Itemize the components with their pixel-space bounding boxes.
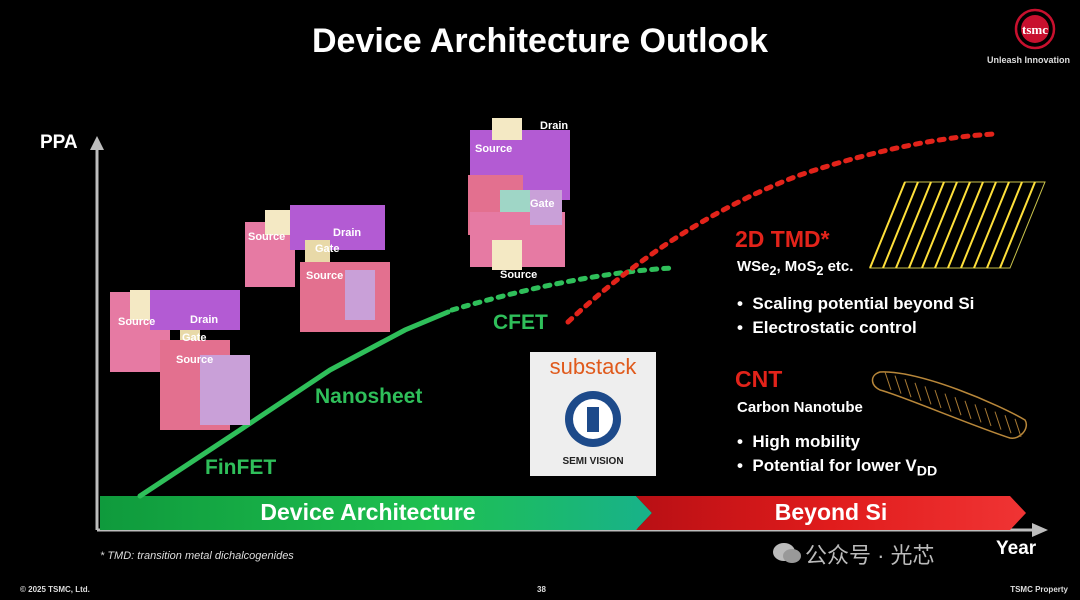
nanosheet-source-label: Source	[248, 231, 285, 243]
beyond-si-band	[636, 496, 1026, 530]
tmd-title: 2D TMD*	[735, 226, 830, 252]
nanosheet-label: Nanosheet	[315, 385, 423, 408]
cnt-nanotube-illustration	[871, 371, 1027, 439]
tsmc-logo-icon: tsmc	[1014, 8, 1056, 50]
cfet-gate-label: Gate	[530, 198, 554, 210]
brand-tagline: Unleash Innovation	[986, 55, 1070, 65]
finfet-source-label: Source	[118, 316, 155, 328]
cnt-bullet-1: • High mobility	[737, 432, 861, 451]
slide-title: Device Architecture Outlook	[312, 22, 768, 60]
x-axis-arrow-icon	[1032, 523, 1048, 537]
device-architecture-band-label: Device Architecture	[260, 499, 476, 525]
nanosheet-source2-label: Source	[306, 270, 343, 282]
semi-vision-icon	[565, 391, 621, 447]
watermark-caption: SEMI VISION	[562, 456, 624, 467]
cfet-projection-curve	[449, 265, 675, 313]
watermark-brand: substack	[549, 354, 637, 379]
cnt-title: CNT	[735, 366, 783, 392]
finfet-source2-label: Source	[176, 354, 213, 366]
cnt-bullet-2: • Potential for lower VDD	[737, 456, 938, 480]
beyond-si-curve	[565, 131, 998, 325]
footnote: * TMD: transition metal dichalcogenides	[100, 550, 294, 562]
wechat-icon	[773, 543, 801, 563]
finfet-label: FinFET	[205, 456, 277, 479]
finfet-device-illustration: Source Drain Gate Source	[110, 290, 250, 430]
y-axis-label: PPA	[40, 132, 78, 153]
tmd-bullet-1: • Scaling potential beyond Si	[737, 294, 975, 313]
footer-copyright: © 2025 TSMC, Ltd.	[20, 585, 90, 594]
footer-property: TSMC Property	[1010, 585, 1068, 594]
cfet-source2-label: Source	[500, 269, 537, 281]
finfet-drain-label: Drain	[190, 314, 218, 326]
tmd-bullet-2: • Electrostatic control	[737, 318, 917, 337]
cfet-drain-label: Drain	[540, 120, 568, 132]
y-axis-arrow-icon	[90, 136, 104, 150]
tmd-lattice-illustration	[869, 181, 1046, 269]
wechat-watermark: 公众号 · 光芯	[805, 543, 935, 568]
substack-watermark: substack SEMI VISION	[530, 352, 656, 476]
nanosheet-gate-label: Gate	[315, 243, 339, 255]
footer-page-number: 38	[537, 585, 546, 594]
cfet-source-label: Source	[475, 143, 512, 155]
device-architecture-band	[100, 496, 652, 530]
beyond-si-band-label: Beyond Si	[774, 499, 888, 525]
cnt-subtitle: Carbon Nanotube	[737, 399, 863, 416]
cfet-label: CFET	[493, 311, 548, 334]
tsmc-logo-text: tsmc	[1022, 22, 1048, 37]
nanosheet-device-illustration: Source Drain Gate Source	[245, 205, 390, 332]
nanosheet-drain-label: Drain	[333, 227, 361, 239]
cfet-device-illustration: Source Drain Gate Source	[468, 118, 570, 281]
finfet-gate-label: Gate	[182, 332, 206, 344]
tmd-materials: WSe2, MoS2 etc.	[737, 258, 854, 278]
x-axis-label: Year	[996, 538, 1037, 559]
device-architecture-curve	[137, 309, 451, 499]
